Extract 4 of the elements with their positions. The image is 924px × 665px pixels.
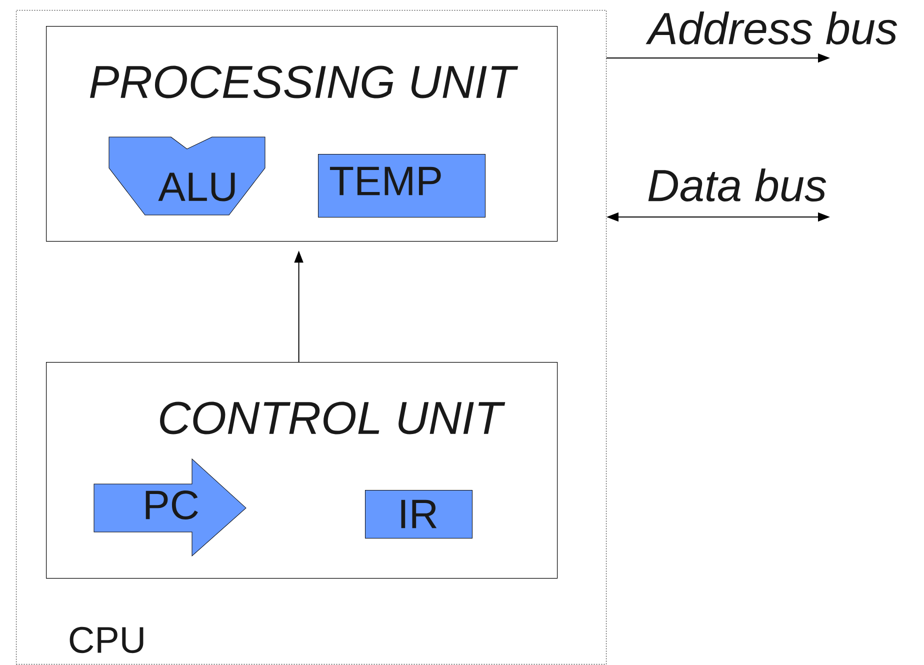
bus-label: Address bus (646, 10, 900, 46)
bus-label: Data bus (646, 167, 828, 203)
register-box: TEMP (318, 154, 486, 218)
register-box: IR (365, 490, 472, 538)
